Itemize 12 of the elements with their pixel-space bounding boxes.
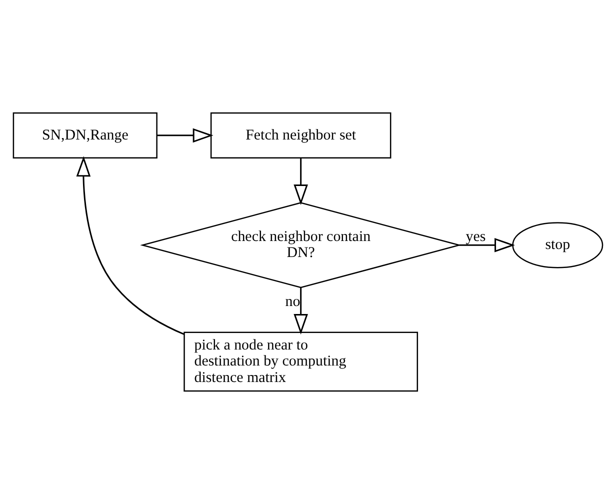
arrow	[157, 128, 214, 143]
node-box: pick a node near to destination by computing distence matrix	[184, 332, 418, 392]
node-ellipse: stop	[512, 222, 604, 268]
arrow	[459, 238, 515, 252]
node-box: Fetch neighbor set	[210, 112, 392, 158]
edge-label: yes	[466, 228, 486, 245]
node-box: SN,DN,Range	[12, 112, 158, 158]
edge-label: no	[285, 294, 300, 310]
arrow	[294, 158, 308, 205]
arrow	[294, 288, 308, 334]
node-diamond: check neighbor contain DN?	[140, 202, 462, 288]
arrow	[76, 156, 185, 336]
